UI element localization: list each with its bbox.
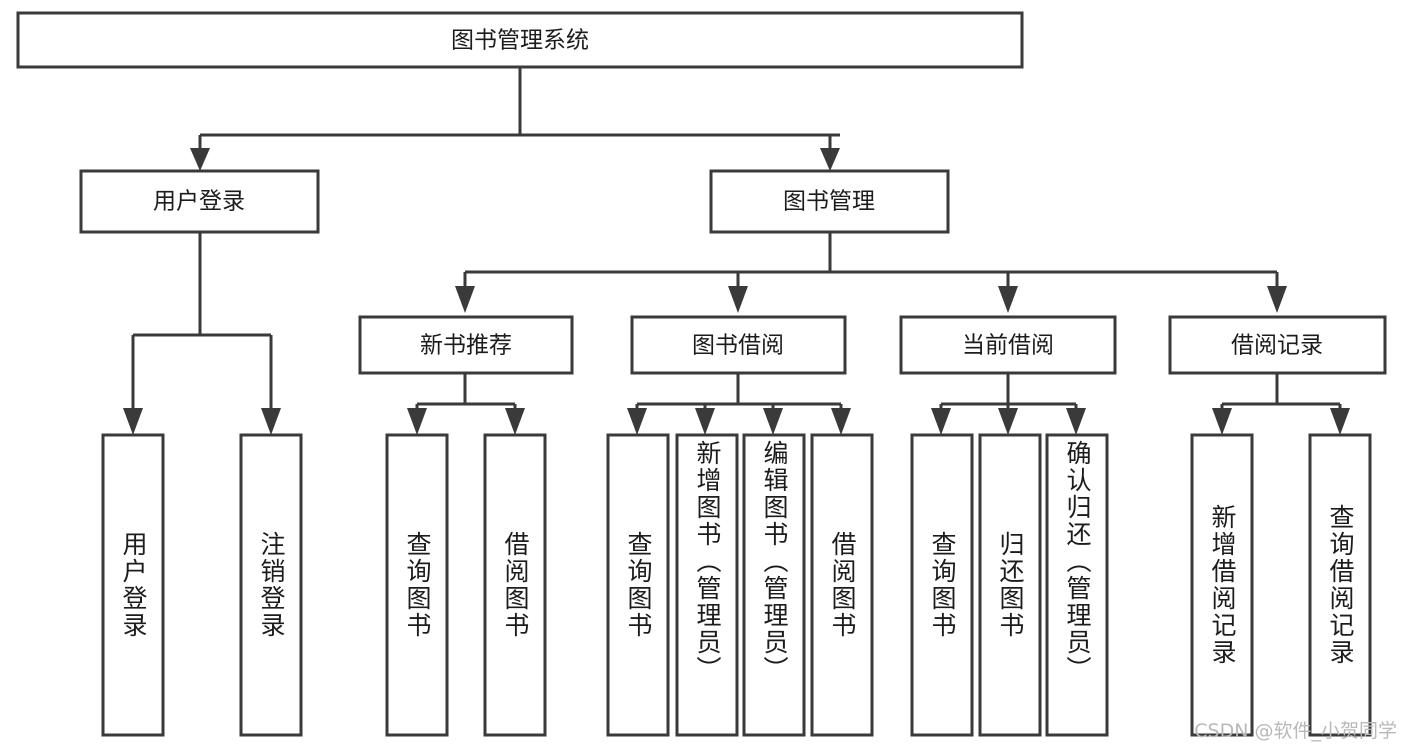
arrow-head-current-borrow bbox=[998, 286, 1018, 313]
node-root[interactable]: 图书管理系统 bbox=[16, 11, 1024, 69]
leaf-box-user-logout[interactable] bbox=[239, 433, 303, 737]
node-borrow-record[interactable]: 借阅记录 bbox=[1168, 315, 1387, 375]
connector-group-root bbox=[190, 67, 840, 171]
connector-group-book-borrow bbox=[627, 373, 851, 435]
arrow-head-leaf-query-book-2 bbox=[627, 408, 647, 435]
arrow-head-book-manage bbox=[820, 148, 840, 171]
arrow-head-leaf-user-login bbox=[123, 408, 143, 435]
arrow-head-leaf-query-record bbox=[1330, 408, 1350, 435]
leaf-boxes bbox=[101, 433, 1372, 737]
node-current-borrow-label: 当前借阅 bbox=[962, 333, 1054, 359]
node-user-login-box[interactable] bbox=[79, 169, 320, 234]
arrow-head-leaf-confirm-return bbox=[1066, 408, 1086, 435]
leaf-box-add-record[interactable] bbox=[1190, 433, 1254, 737]
connector-group-new-book-rec bbox=[407, 373, 525, 435]
connector-group-book-manage bbox=[455, 232, 1287, 313]
arrow-head-leaf-borrow-book-2 bbox=[831, 408, 851, 435]
node-book-borrow-label: 图书借阅 bbox=[692, 333, 784, 359]
leaf-box-confirm-return[interactable] bbox=[1045, 433, 1109, 737]
arrow-head-leaf-user-logout bbox=[261, 408, 281, 435]
arrow-head-leaf-add-record bbox=[1212, 408, 1232, 435]
node-book-manage[interactable]: 图书管理 bbox=[709, 169, 950, 234]
node-root-box[interactable] bbox=[16, 11, 1024, 69]
node-new-book-rec-label: 新书推荐 bbox=[420, 333, 512, 359]
node-new-book-rec-box[interactable] bbox=[358, 315, 574, 375]
node-current-borrow-box[interactable] bbox=[899, 315, 1117, 375]
connector-group-current-borrow bbox=[931, 373, 1086, 435]
node-new-book-rec[interactable]: 新书推荐 bbox=[358, 315, 574, 375]
arrow-head-book-borrow bbox=[728, 286, 748, 313]
leaf-box-return-book[interactable] bbox=[978, 433, 1042, 737]
connector-group-user-login bbox=[123, 232, 281, 435]
connector-group-borrow-record bbox=[1212, 373, 1350, 435]
leaf-box-borrow-book-1[interactable] bbox=[483, 433, 547, 737]
node-book-manage-label: 图书管理 bbox=[783, 189, 875, 215]
leaf-box-query-book-2[interactable] bbox=[606, 433, 670, 737]
node-book-manage-box[interactable] bbox=[709, 169, 950, 234]
arrow-head-leaf-edit-book bbox=[763, 408, 783, 435]
node-current-borrow[interactable]: 当前借阅 bbox=[899, 315, 1117, 375]
node-borrow-record-box[interactable] bbox=[1168, 315, 1387, 375]
csdn-watermark: CSDN @软件_小贺同学 bbox=[1194, 720, 1397, 742]
leaf-box-add-book[interactable] bbox=[675, 433, 739, 737]
arrow-head-user-login bbox=[190, 148, 210, 171]
arrow-head-borrow-record bbox=[1267, 286, 1287, 313]
arrow-head-leaf-query-book-3 bbox=[931, 408, 951, 435]
leaf-box-query-book-3[interactable] bbox=[910, 433, 974, 737]
arrow-head-leaf-return-book bbox=[998, 408, 1018, 435]
arrow-head-leaf-add-book bbox=[695, 408, 715, 435]
node-book-borrow[interactable]: 图书借阅 bbox=[630, 315, 847, 375]
node-user-login-label: 用户登录 bbox=[153, 189, 245, 215]
arrow-head-new-book-rec bbox=[455, 286, 475, 313]
arrow-head-leaf-query-book-1 bbox=[407, 408, 427, 435]
node-book-borrow-box[interactable] bbox=[630, 315, 847, 375]
node-borrow-record-label: 借阅记录 bbox=[1231, 333, 1323, 359]
arrow-head-leaf-borrow-book-1 bbox=[505, 408, 525, 435]
node-user-login[interactable]: 用户登录 bbox=[79, 169, 320, 234]
leaf-box-user-login[interactable] bbox=[101, 433, 165, 737]
node-root-label: 图书管理系统 bbox=[451, 28, 589, 54]
leaf-box-query-book-1[interactable] bbox=[385, 433, 449, 737]
leaf-box-borrow-book-2[interactable] bbox=[810, 433, 874, 737]
leaf-box-edit-book[interactable] bbox=[742, 433, 806, 737]
leaf-box-query-record[interactable] bbox=[1308, 433, 1372, 737]
